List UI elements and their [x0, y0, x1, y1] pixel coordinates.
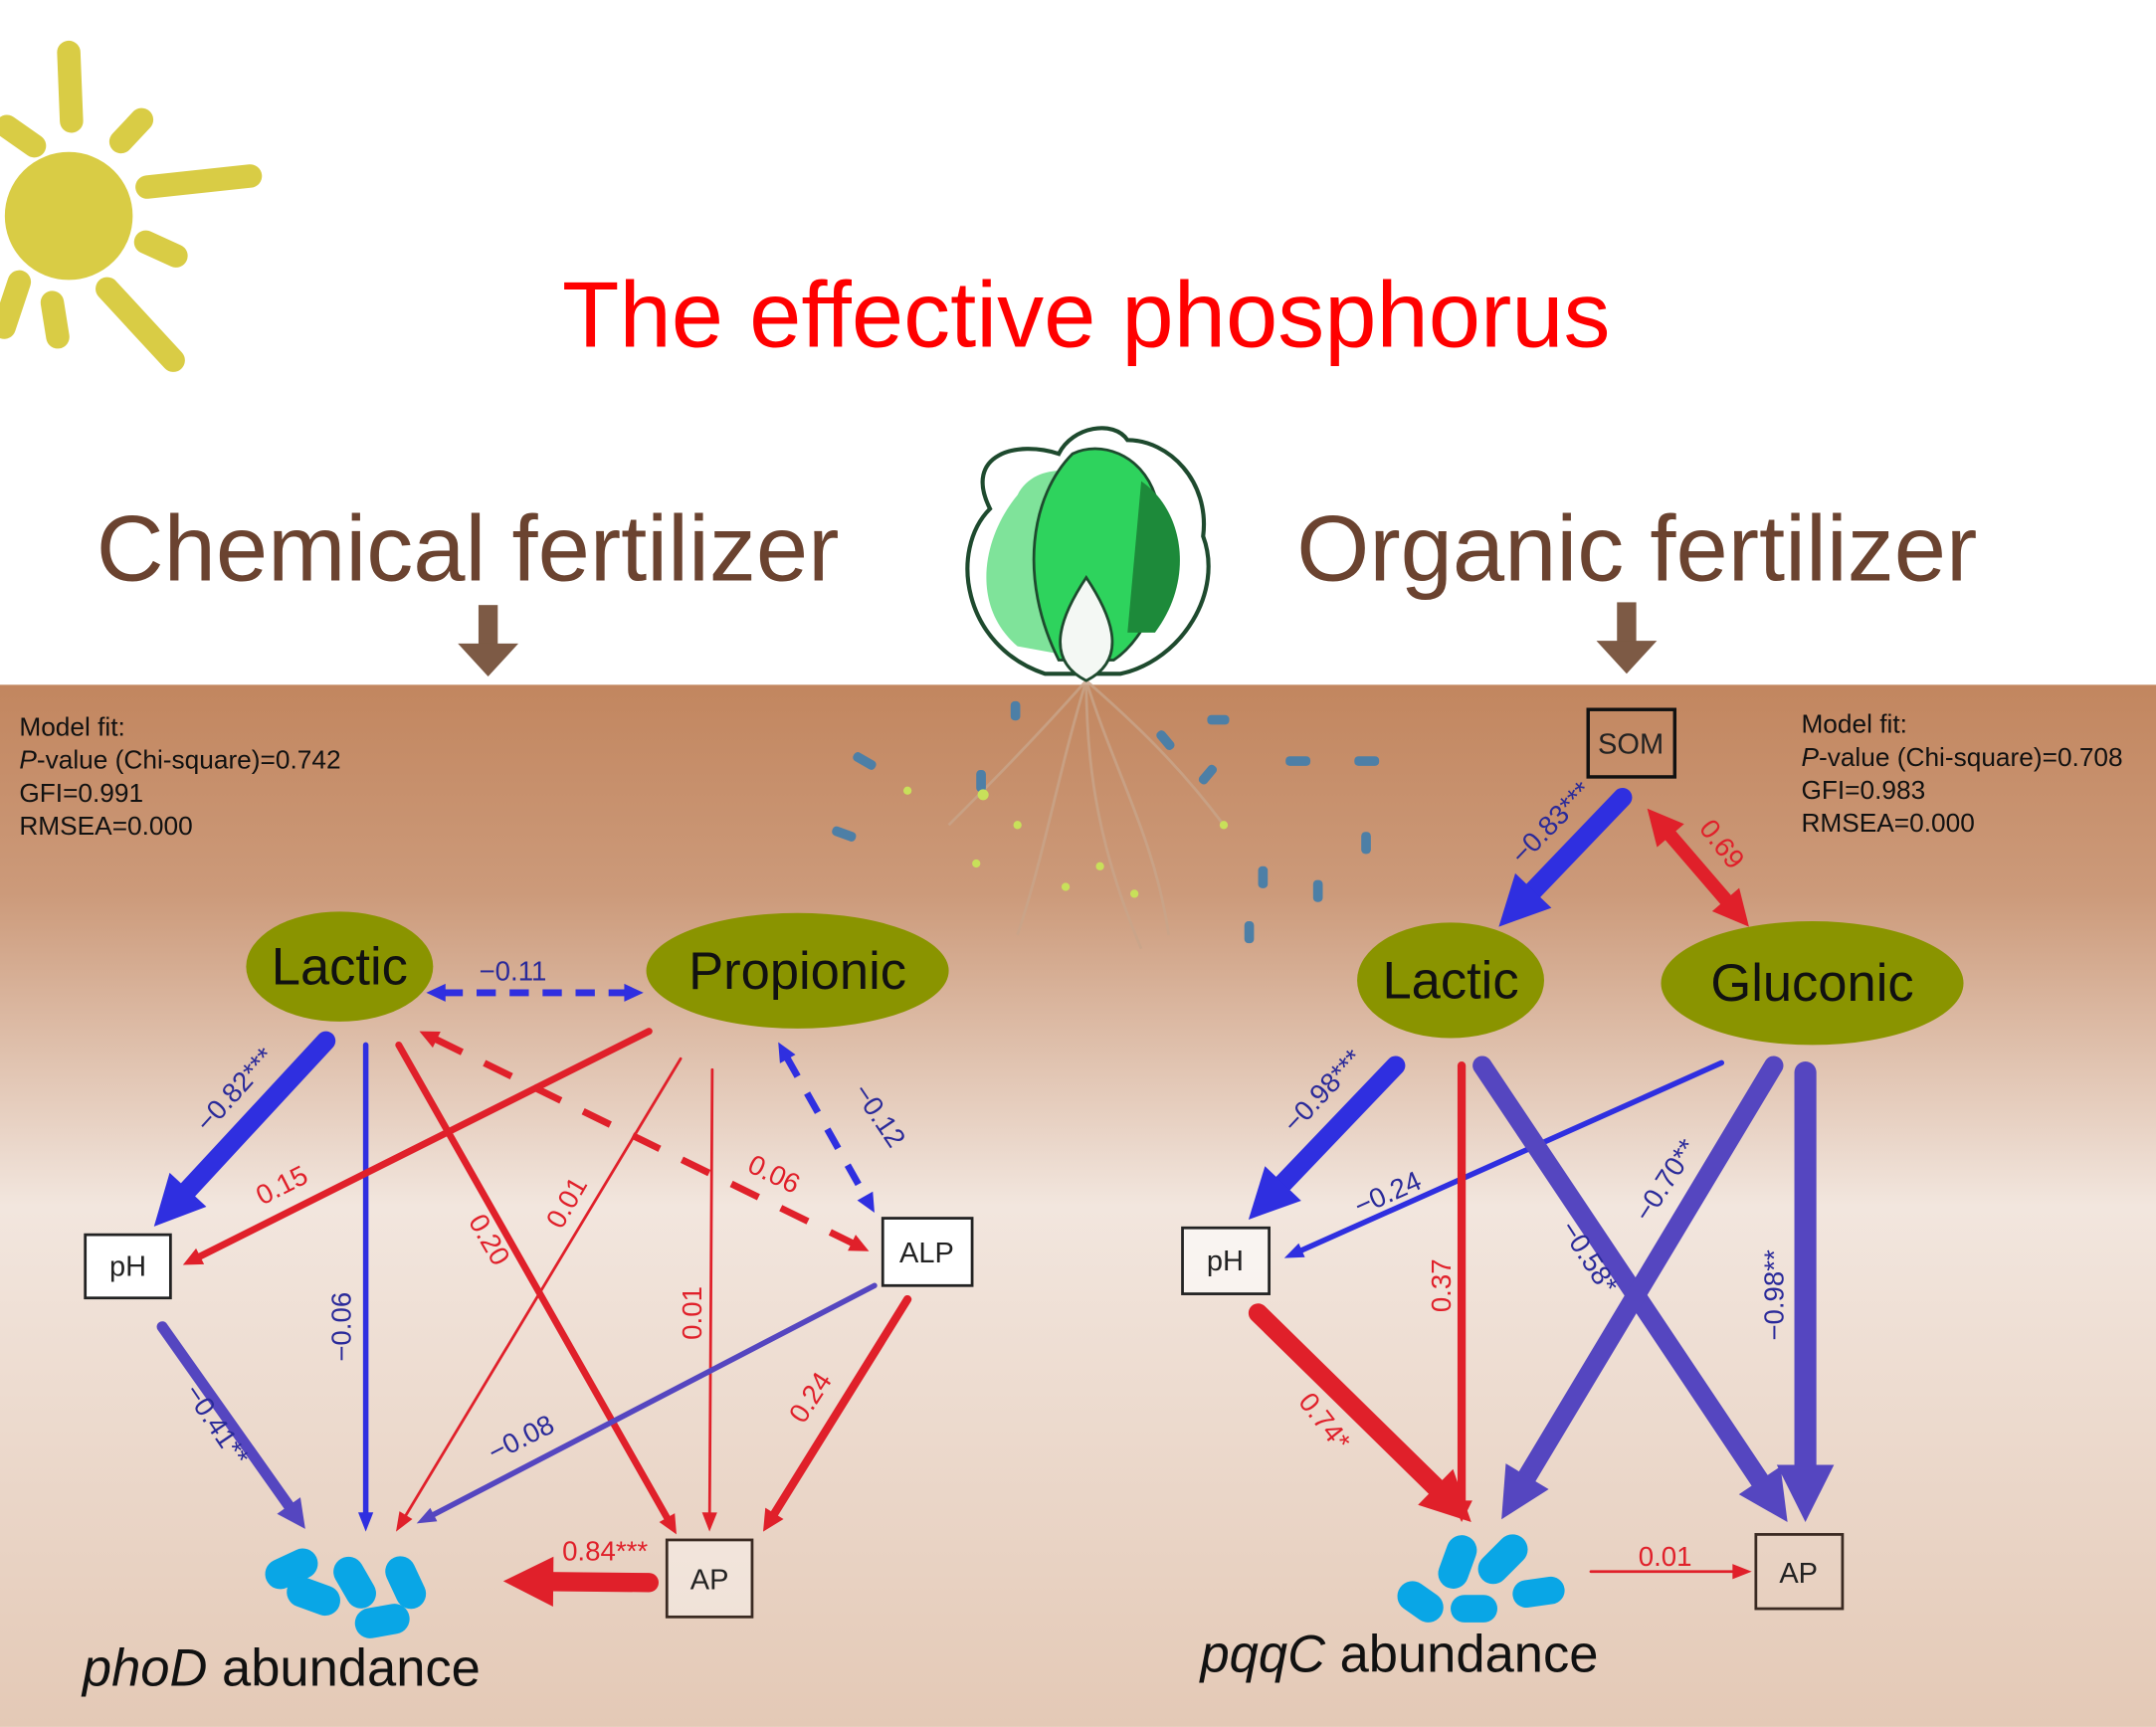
- path-coefficient: −0.06: [325, 1292, 356, 1362]
- arrowhead: [1248, 1166, 1301, 1220]
- svg-text:pH: pH: [109, 1251, 146, 1283]
- arrowhead: [153, 1172, 207, 1227]
- arrowhead: [778, 1042, 796, 1063]
- arrowhead: [182, 1247, 205, 1265]
- node-lactic-right: Lactic: [1357, 922, 1545, 1039]
- model-fit-left: Model fit: P-value (Chi-square)=0.742 GF…: [19, 711, 340, 841]
- arrowhead: [396, 1511, 413, 1532]
- svg-text:AP: AP: [690, 1565, 729, 1597]
- path-line: [194, 1028, 653, 1261]
- pqqc-abundance-label: pqqC abundance: [1198, 1626, 1598, 1684]
- node-ph-left: pH: [84, 1233, 172, 1300]
- arrowhead: [419, 1031, 441, 1049]
- path-ap-gene: 0.84***: [502, 1536, 659, 1608]
- path-line: [429, 1282, 878, 1519]
- arrowhead: [1498, 872, 1552, 927]
- down-arrow-icon: [458, 605, 519, 677]
- arrowhead: [701, 1512, 717, 1532]
- phod-abundance-label: phoD abundance: [81, 1638, 481, 1697]
- path-coefficient: −0.11: [480, 955, 547, 986]
- svg-text:ALP: ALP: [899, 1238, 954, 1269]
- path-propionic-ap: 0.01: [677, 1067, 717, 1532]
- arrowhead: [1501, 1463, 1549, 1520]
- arrowhead: [426, 983, 446, 1002]
- node-ap-left: AP: [665, 1538, 754, 1619]
- arrowhead: [857, 1191, 875, 1214]
- arrowhead: [1711, 887, 1749, 927]
- path-line: [1514, 1055, 1784, 1491]
- rmsea: RMSEA=0.000: [1801, 808, 1974, 838]
- path-line: [1270, 1055, 1406, 1197]
- svg-text:pH: pH: [1207, 1246, 1244, 1277]
- path-line: [1520, 787, 1633, 904]
- svg-text:Lactic: Lactic: [272, 938, 408, 997]
- path-lactic-gene: −0.06: [325, 1042, 374, 1532]
- arrowhead: [624, 983, 644, 1002]
- node-ap-right: AP: [1754, 1533, 1845, 1611]
- arrowhead: [416, 1507, 438, 1524]
- page-title: The effective phosphorus: [562, 262, 1610, 366]
- gfi: GFI=0.991: [19, 778, 143, 808]
- path-coefficient: 0.01: [1639, 1541, 1692, 1572]
- arrowhead: [1647, 808, 1684, 848]
- svg-text:Lactic: Lactic: [1382, 951, 1518, 1010]
- sun-icon: [0, 40, 263, 372]
- model-fit-label: Model fit:: [1801, 709, 1907, 739]
- arrowhead: [277, 1497, 305, 1529]
- path-line: [395, 1041, 672, 1523]
- node-alp: ALP: [881, 1217, 974, 1287]
- organic-fertilizer-heading: Organic fertilizer: [1296, 495, 1977, 600]
- p-value: P-value (Chi-square)=0.742: [19, 745, 340, 775]
- path-line: [538, 1572, 659, 1593]
- path-line: [174, 1031, 336, 1204]
- plant-icon: [947, 426, 1226, 950]
- arrowhead: [1776, 1464, 1835, 1522]
- arrowhead: [502, 1556, 554, 1608]
- node-propionic: Propionic: [646, 912, 949, 1029]
- path-line: [769, 1294, 912, 1520]
- path-coefficient: −0.98**: [1758, 1249, 1789, 1341]
- gfi: GFI=0.983: [1801, 775, 1925, 805]
- path-gene-ap: 0.01: [1589, 1541, 1752, 1580]
- arrowhead: [1738, 1466, 1788, 1522]
- microbes-decoration: [832, 700, 1380, 944]
- arrowhead: [848, 1235, 870, 1251]
- arrowhead: [1283, 1243, 1305, 1258]
- node-gluconic: Gluconic: [1661, 921, 1964, 1046]
- arrowhead: [1418, 1468, 1471, 1522]
- path-line: [1472, 1055, 1773, 1495]
- p-value: P-value (Chi-square)=0.708: [1801, 742, 2122, 772]
- path-gluconic-ap: −0.98**: [1758, 1061, 1835, 1522]
- soil-background: [0, 684, 2156, 1727]
- path-coefficient: 0.84***: [562, 1536, 648, 1567]
- path-lactic-propionic: −0.11: [426, 955, 644, 1002]
- chemical-fertilizer-heading: Chemical fertilizer: [97, 495, 840, 600]
- bacteria-icon: [265, 1548, 427, 1638]
- path-line: [433, 1036, 856, 1247]
- arrowhead: [1732, 1564, 1752, 1580]
- path-coefficient: 0.01: [677, 1286, 707, 1340]
- svg-text:Gluconic: Gluconic: [1710, 954, 1913, 1013]
- path-line: [707, 1067, 714, 1516]
- path-line: [156, 1321, 296, 1514]
- arrowhead: [763, 1507, 784, 1532]
- model-fit-right: Model fit: P-value (Chi-square)=0.708 GF…: [1801, 709, 2122, 839]
- node-lactic-left: Lactic: [246, 911, 434, 1022]
- svg-text:Propionic: Propionic: [688, 942, 906, 1001]
- node-ph-right: pH: [1181, 1226, 1271, 1295]
- arrowhead: [358, 1512, 374, 1532]
- bacteria-icon: [1397, 1534, 1565, 1623]
- path-line: [1248, 1303, 1450, 1500]
- path-line: [1661, 826, 1735, 909]
- svg-text:SOM: SOM: [1598, 728, 1664, 760]
- path-line: [1296, 1059, 1725, 1254]
- path-line: [783, 1055, 870, 1200]
- path-coefficient: 0.37: [1426, 1258, 1457, 1312]
- svg-text:AP: AP: [1779, 1558, 1818, 1590]
- arrowhead: [659, 1513, 677, 1535]
- down-arrow-icon: [1596, 602, 1658, 674]
- model-fit-label: Model fit:: [19, 711, 124, 741]
- node-som: SOM: [1586, 707, 1677, 779]
- rmsea: RMSEA=0.000: [19, 811, 192, 841]
